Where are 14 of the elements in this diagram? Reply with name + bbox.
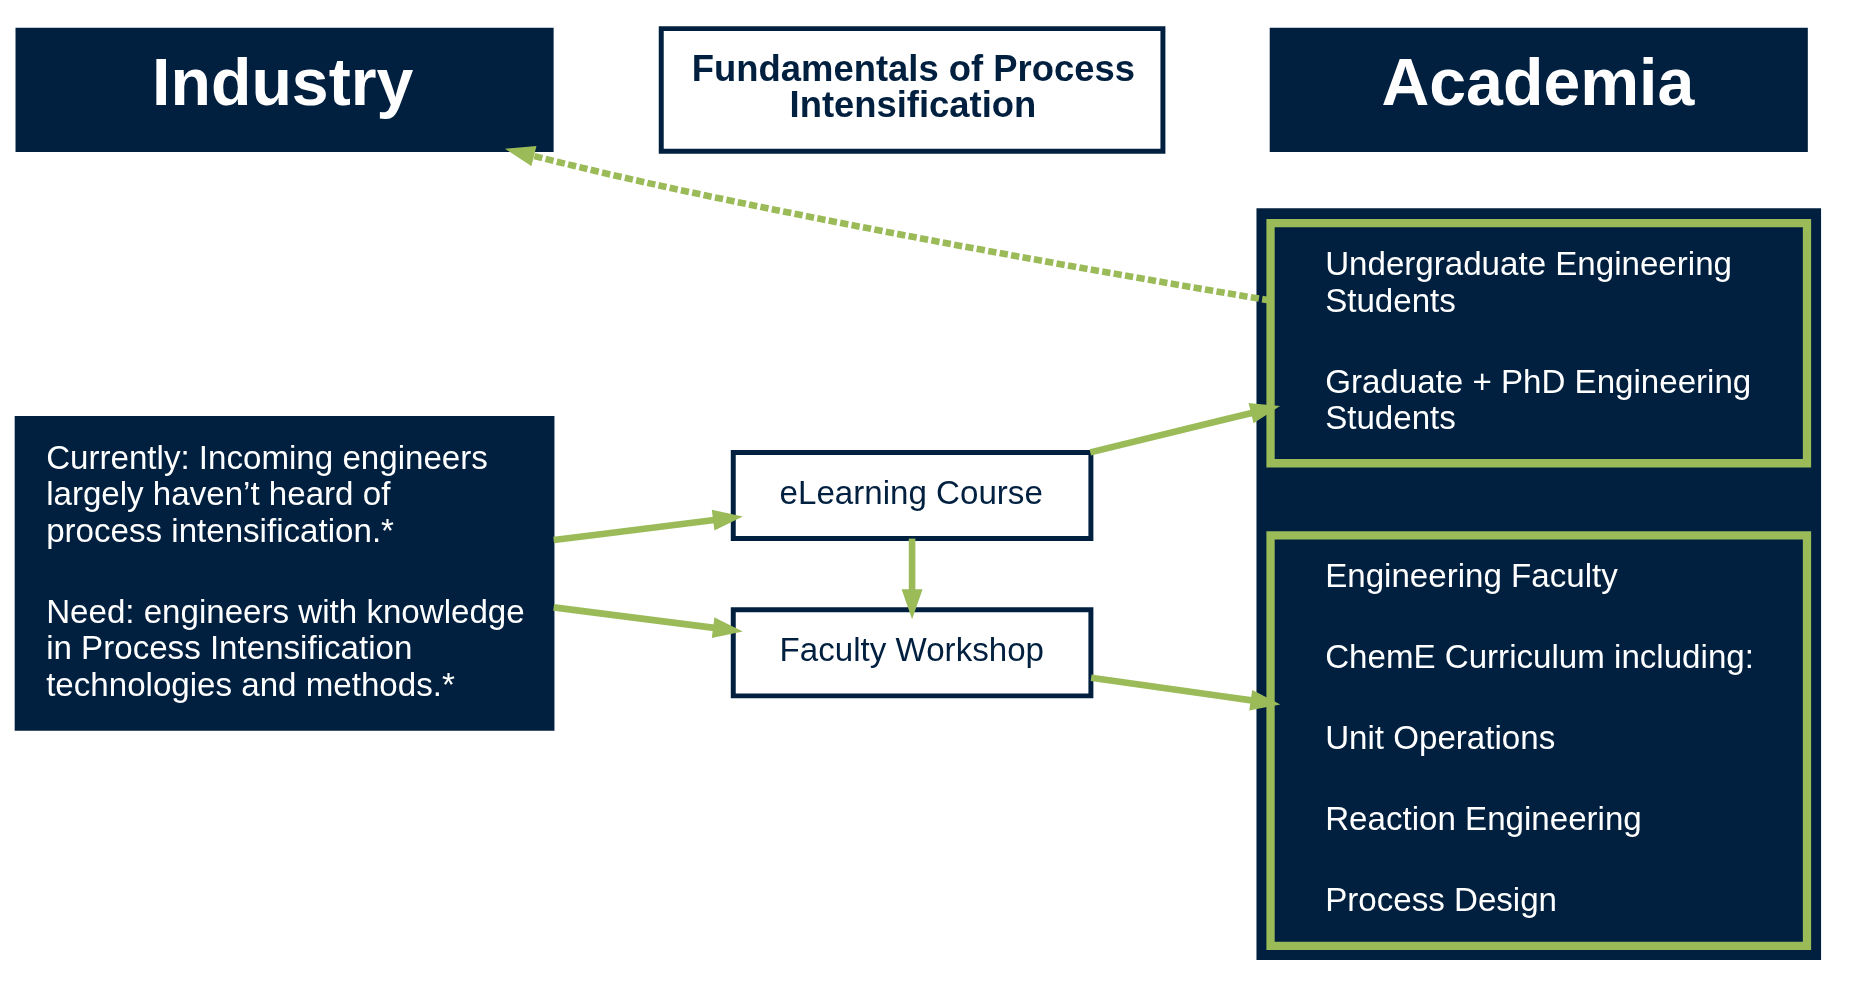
arrow — [553, 509, 743, 544]
arrow — [901, 538, 923, 620]
cluster — [1256, 208, 1822, 960]
node-box: Industry — [15, 27, 554, 152]
node-box: Faculty Workshop — [730, 607, 1094, 699]
node-box: Currently: Incoming engineers largely haven’t heard of process intensification.* Need: engineers with knowledge in Process Intensification technologies and methods.* — [14, 416, 555, 731]
node-box: Undergraduate Engineering Students Graduate + PhD Engineering Students — [1266, 219, 1812, 468]
node-box: Fundamentals of Process Intensification — [658, 26, 1166, 154]
node-box: Engineering Faculty ChemE Curriculum including: Unit Operations Reaction Engineering Process Design — [1266, 531, 1812, 951]
arrow — [1090, 674, 1281, 711]
arrow — [1089, 402, 1281, 456]
node-box: eLearning Course — [730, 450, 1094, 542]
arrow — [553, 604, 743, 639]
node-box: Academia — [1269, 27, 1808, 152]
